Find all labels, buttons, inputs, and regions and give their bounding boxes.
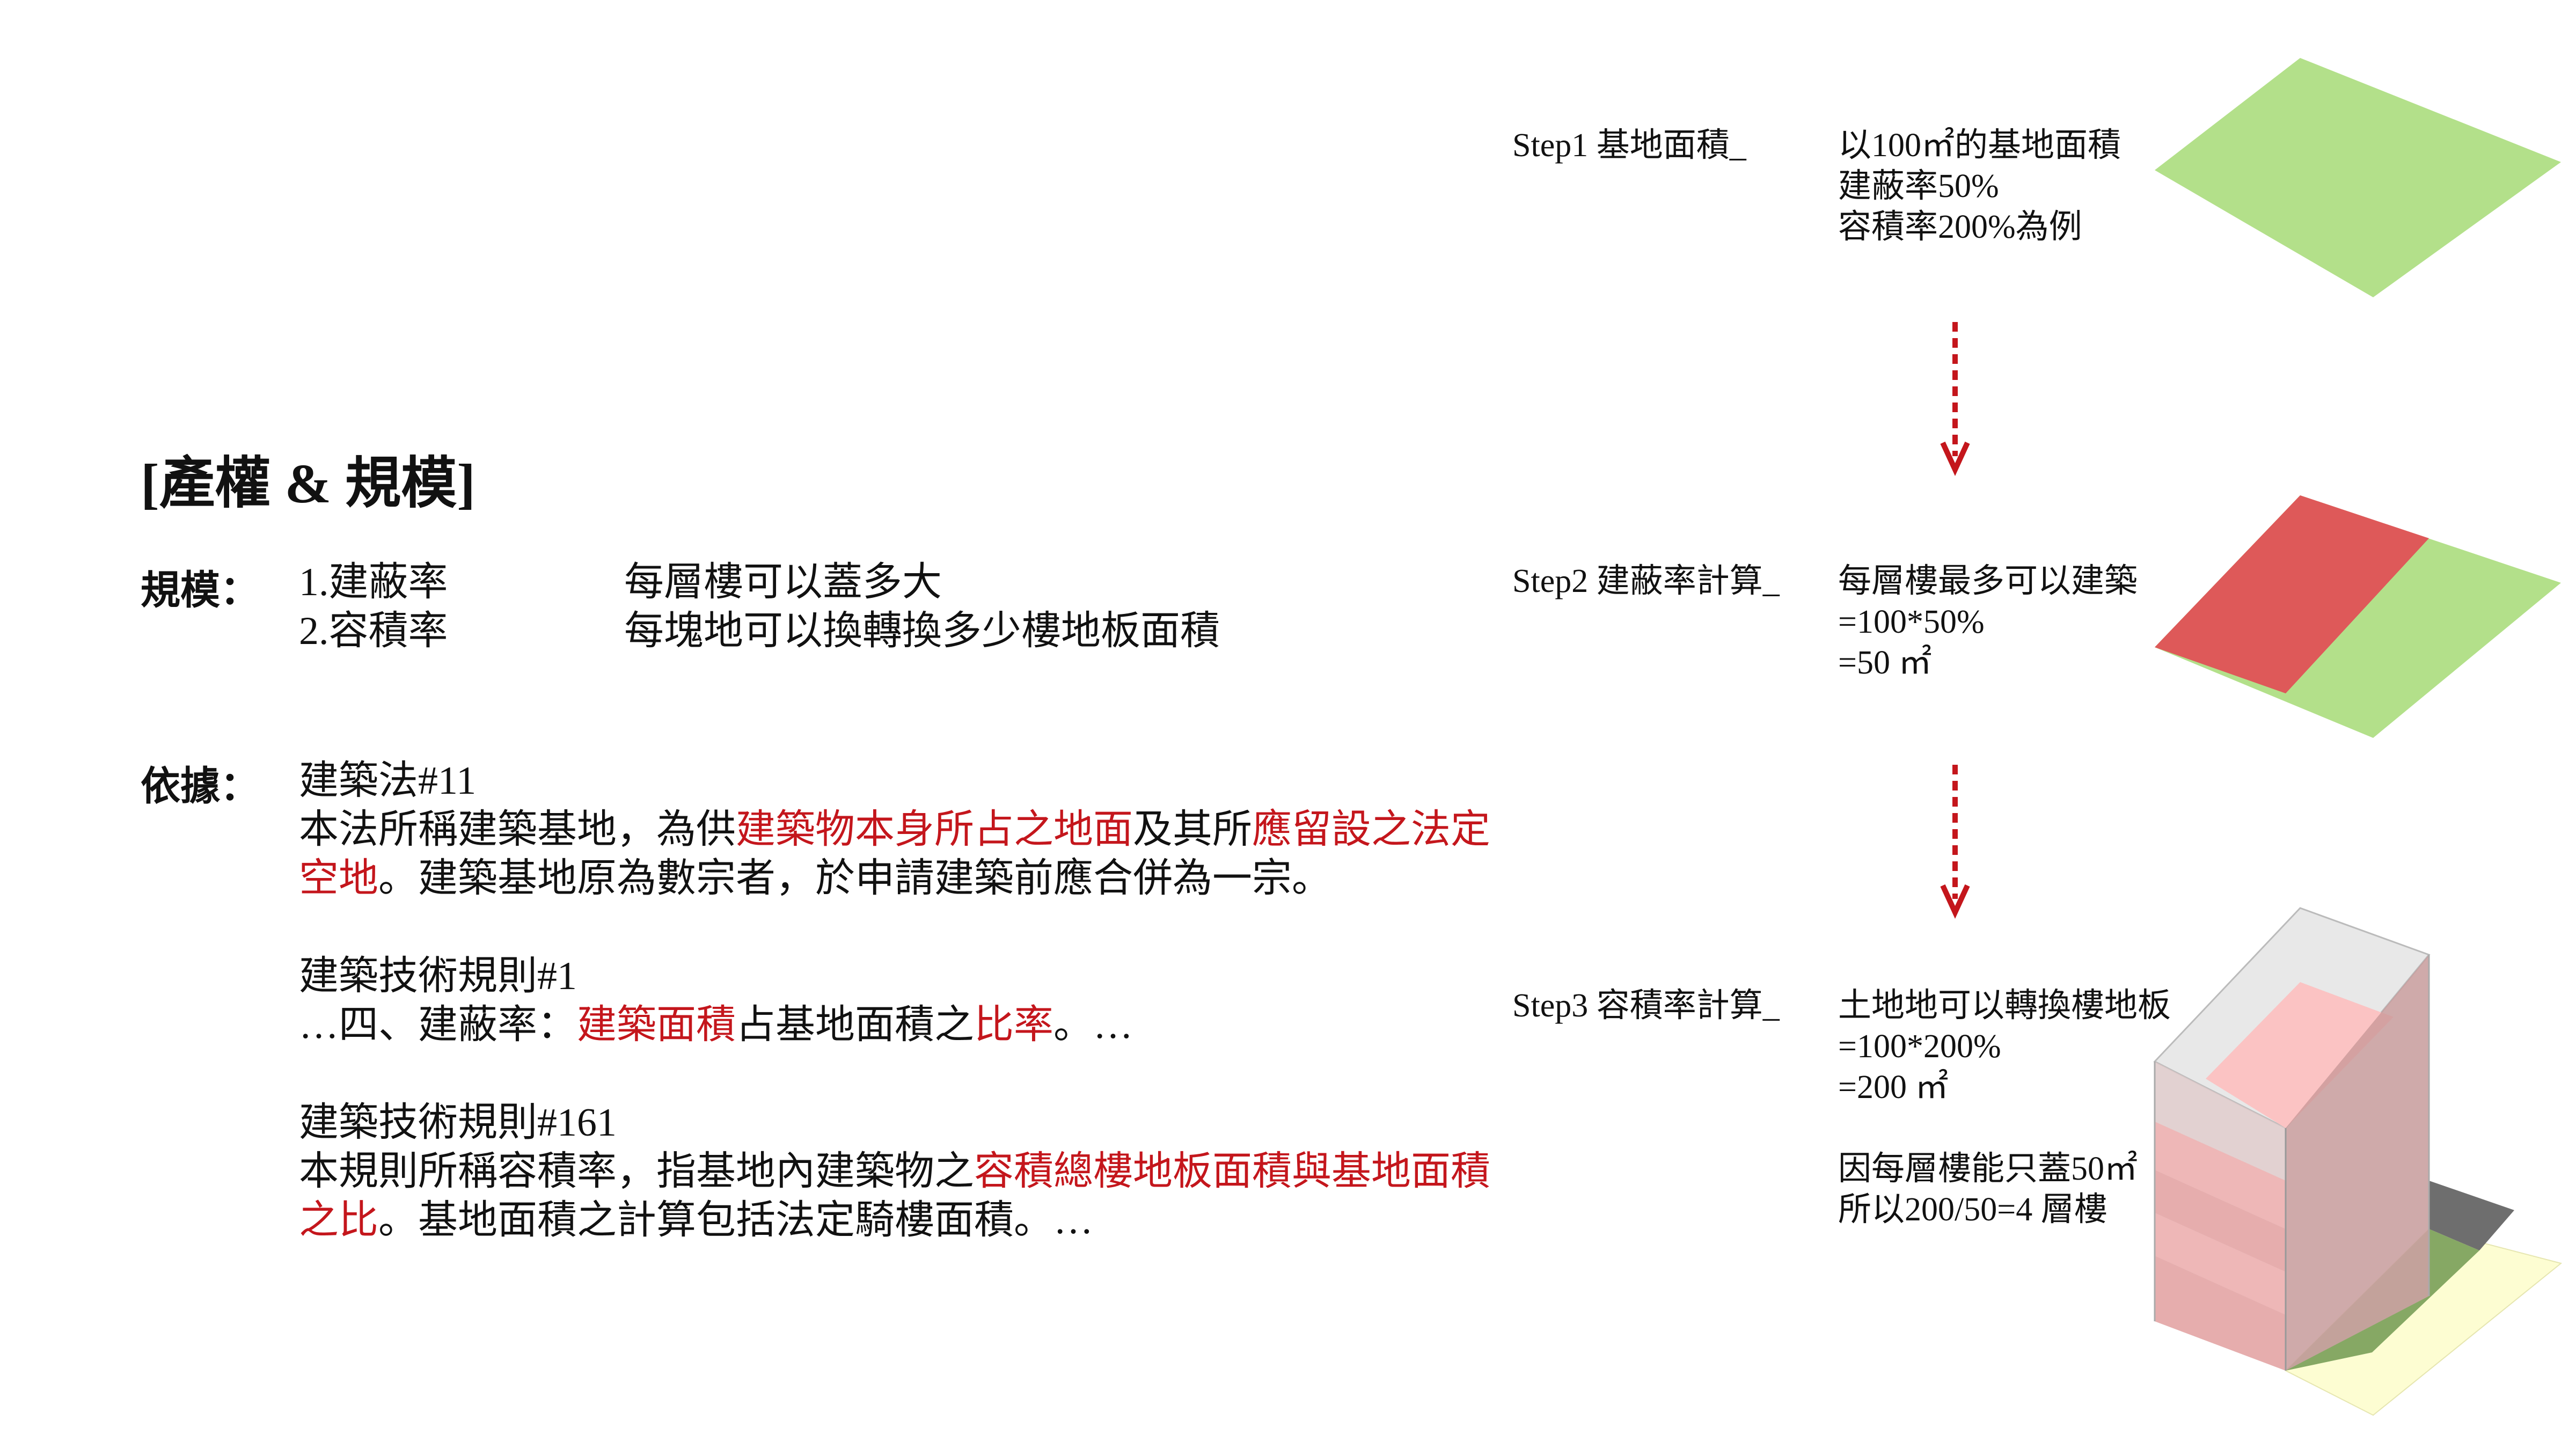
scale-label: 規模： [141, 569, 260, 613]
page-title: [產權 & 規模] [141, 453, 475, 515]
text: 。建築基地原為數宗者，於申請建築前應合併為一宗。 [378, 857, 1331, 901]
law11-line2: 空地。建築基地原為數宗者，於申請建築前應合併為一宗。 [299, 854, 1490, 903]
step1-label: Step1 基地面積_ [1512, 127, 1746, 164]
line: =100*50% [1838, 604, 1985, 640]
text: 。… [1053, 1003, 1133, 1047]
highlight: 空地 [299, 857, 378, 901]
text: 本法所稱建築基地，為供 [299, 808, 736, 852]
law11-heading: 建築法#11 [299, 759, 477, 803]
text: 本規則所稱容積率，指基地內建築物之 [299, 1150, 974, 1194]
shadow [2429, 1181, 2514, 1250]
highlight: 建築面積 [577, 1003, 736, 1047]
highlight: 比率 [974, 1003, 1053, 1047]
line: 因每層樓能只蓋50㎡ [1838, 1151, 2138, 1187]
line: =50 ㎡ [1838, 645, 1932, 681]
rule161-line1: 本規則所稱容積率，指基地內建築物之容積總樓地板面積與基地面積 [299, 1147, 1490, 1196]
scale-desc-1: 每層樓可以蓋多大 [624, 560, 942, 604]
site-plane [2155, 58, 2561, 297]
coverage-area [2155, 495, 2429, 693]
line: =100*200% [1838, 1028, 2001, 1065]
down-arrow-icon [1940, 322, 1970, 476]
down-arrow-icon [1940, 765, 1970, 919]
scale-item-1: 1.建蔽率 [299, 560, 448, 604]
step3-desc: 土地地可以轉換樓地板 =100*200% =200 ㎡ 因每層樓能只蓋50㎡ 所… [1838, 985, 2171, 1230]
step2-desc: 每層樓最多可以建築 =100*50% =50 ㎡ [1838, 561, 2138, 683]
rule1-line: …四、建蔽率：建築面積占基地面積之比率。… [299, 1001, 1490, 1050]
building-volume [2153, 907, 2431, 1371]
text: …四、建蔽率： [299, 1003, 577, 1047]
basis-label: 依據： [141, 765, 260, 809]
scale-item-2: 2.容積率 [299, 609, 448, 653]
rule161-heading: 建築技術規則#161 [299, 1101, 617, 1145]
law11-line1: 本法所稱建築基地，為供建築物本身所占之地面及其所應留設之法定 [299, 806, 1490, 854]
line: 土地地可以轉換樓地板 [1838, 987, 2171, 1024]
line: 每層樓最多可以建築 [1838, 563, 2138, 599]
line: 建蔽率50% [1838, 168, 1999, 204]
highlight: 建築物本身所占之地面 [736, 808, 1133, 852]
step3-label: Step3 容積率計算_ [1512, 987, 1780, 1024]
highlight: 應留設之法定 [1252, 808, 1490, 852]
line: =200 ㎡ [1838, 1069, 1949, 1106]
step1-desc: 以100㎡的基地面積 建蔽率50% 容積率200%為例 [1838, 125, 2121, 247]
text: 。基地面積之計算包括法定騎樓面積。… [378, 1198, 1093, 1242]
text: 占基地面積之 [736, 1003, 974, 1047]
text: 及其所 [1133, 808, 1252, 852]
highlight: 之比 [299, 1198, 378, 1242]
line: 所以200/50=4 層樓 [1838, 1191, 2107, 1228]
rule1-heading: 建築技術規則#1 [299, 954, 577, 998]
rule161-line2: 之比。基地面積之計算包括法定騎樓面積。… [299, 1196, 1490, 1245]
scale-desc-2: 每塊地可以換轉換多少樓地板面積 [624, 609, 1220, 653]
line: 容積率200%為例 [1838, 209, 2082, 245]
highlight: 容積總樓地板面積與基地面積 [974, 1150, 1490, 1194]
line: 以100㎡的基地面積 [1838, 127, 2121, 164]
basis-law11: 建築法#11 本法所稱建築基地，為供建築物本身所占之地面及其所應留設之法定 空地… [299, 757, 1490, 1245]
step2-label: Step2 建蔽率計算_ [1512, 563, 1780, 599]
